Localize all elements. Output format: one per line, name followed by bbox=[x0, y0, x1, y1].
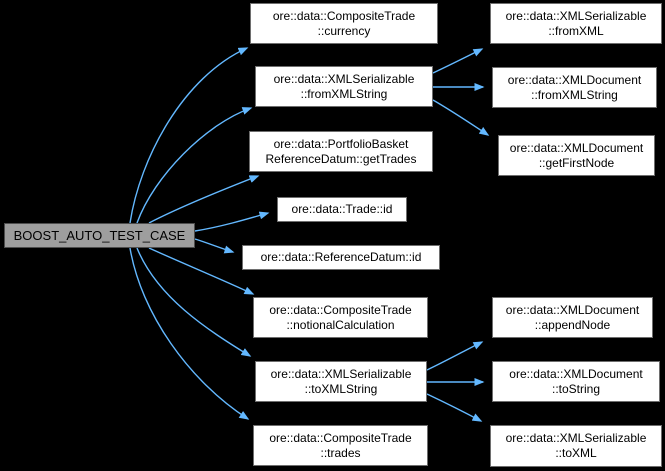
node-label-line: ore::data::XMLSerializable bbox=[273, 71, 415, 86]
node-label-line: ore::data::XMLDocument bbox=[509, 366, 643, 381]
node-label-line: ::fromXMLString bbox=[531, 87, 618, 102]
node-composite-trade-notionalcalculation[interactable]: ore::data::CompositeTrade::notionalCalcu… bbox=[253, 297, 428, 338]
node-xmlserializable-fromxml[interactable]: ore::data::XMLSerializable::fromXML bbox=[490, 3, 662, 44]
edge-boost-auto-test-case-to-trade-id bbox=[194, 211, 270, 232]
node-xmlserializable-toxml[interactable]: ore::data::XMLSerializable::toXML bbox=[490, 425, 662, 467]
node-xmlserializable-fromxmlstring[interactable]: ore::data::XMLSerializable::fromXMLStrin… bbox=[255, 66, 433, 107]
node-composite-trade-trades[interactable]: ore::data::CompositeTrade::trades bbox=[253, 425, 428, 466]
node-label-line: ore::data::CompositeTrade bbox=[269, 302, 412, 317]
node-composite-trade-currency[interactable]: ore::data::CompositeTrade::currency bbox=[250, 3, 438, 44]
edge-boost-auto-test-case-to-referencedatum-id bbox=[194, 238, 235, 254]
node-label-line: ore::data::XMLDocument bbox=[507, 72, 642, 87]
edge-xmlserializable-toxmlstring-to-xmldocument-appendnode bbox=[426, 341, 484, 371]
node-label-line: ore::data::CompositeTrade bbox=[272, 8, 416, 23]
node-label-line: ore::data::XMLSerializable bbox=[505, 431, 647, 445]
node-label-line: ore::data::XMLSerializable bbox=[505, 8, 647, 23]
edge-boost-auto-test-case-to-xmlserializable-fromxmlstring bbox=[136, 107, 253, 224]
node-label-line: ore::data::Trade::id bbox=[291, 202, 393, 216]
edge-xmlserializable-fromxmlstring-to-xmlserializable-fromxml bbox=[432, 48, 484, 74]
edge-boost-auto-test-case-to-composite-trade-trades bbox=[129, 247, 250, 420]
node-label-line: ::currency bbox=[317, 23, 371, 38]
node-label-line: ::toXMLString bbox=[304, 381, 378, 396]
node-label-line: ::fromXML bbox=[548, 23, 604, 38]
node-trade-id[interactable]: ore::data::Trade::id bbox=[277, 197, 407, 222]
node-label-line: ::toString bbox=[551, 381, 601, 396]
node-xmldocument-tostring[interactable]: ore::data::XMLDocument::toString bbox=[492, 361, 660, 402]
node-label-line: ore::data::ReferenceDatum::id bbox=[260, 250, 422, 264]
edge-boost-auto-test-case-to-composite-trade-notionalcalculation bbox=[148, 247, 255, 295]
node-label-line: ore::data::XMLDocument bbox=[505, 302, 640, 317]
node-label-line: BOOST_AUTO_TEST_CASE bbox=[13, 228, 186, 243]
edge-boost-auto-test-case-to-portfoliobasket-gettrades bbox=[148, 175, 260, 224]
node-label-line: ::notionalCalculation bbox=[286, 317, 395, 332]
node-label-line: ore::data::XMLDocument bbox=[509, 140, 644, 155]
node-label-line: ore::data::XMLSerializable bbox=[270, 366, 412, 381]
node-boost-auto-test-case: BOOST_AUTO_TEST_CASE bbox=[4, 223, 195, 248]
edge-boost-auto-test-case-to-xmlserializable-toxmlstring bbox=[136, 247, 252, 357]
node-xmldocument-getfirstnode[interactable]: ore::data::XMLDocument::getFirstNode bbox=[498, 135, 655, 176]
node-label-line: ::toXML bbox=[555, 446, 597, 460]
node-xmldocument-appendnode[interactable]: ore::data::XMLDocument::appendNode bbox=[492, 297, 653, 338]
node-label-line: ore::data::PortfolioBasket bbox=[273, 136, 409, 151]
node-referencedatum-id[interactable]: ore::data::ReferenceDatum::id bbox=[242, 245, 440, 270]
node-label-line: ::appendNode bbox=[534, 317, 611, 332]
node-xmldocument-fromxmlstring[interactable]: ore::data::XMLDocument::fromXMLString bbox=[492, 67, 657, 108]
node-label-line: ::getFirstNode bbox=[538, 155, 615, 170]
node-label-line: ore::data::CompositeTrade bbox=[269, 430, 412, 445]
edge-xmlserializable-fromxmlstring-to-xmldocument-getfirstnode bbox=[432, 99, 490, 136]
node-label-line: ReferenceDatum::getTrades bbox=[265, 151, 417, 166]
edge-boost-auto-test-case-to-composite-trade-currency bbox=[129, 47, 249, 224]
node-xmlserializable-toxmlstring[interactable]: ore::data::XMLSerializable::toXMLString bbox=[255, 361, 427, 402]
node-label-line: ::fromXMLString bbox=[300, 86, 388, 101]
node-label-line: ::trades bbox=[320, 445, 361, 460]
edge-xmlserializable-toxmlstring-to-xmlserializable-toxml bbox=[426, 393, 483, 422]
